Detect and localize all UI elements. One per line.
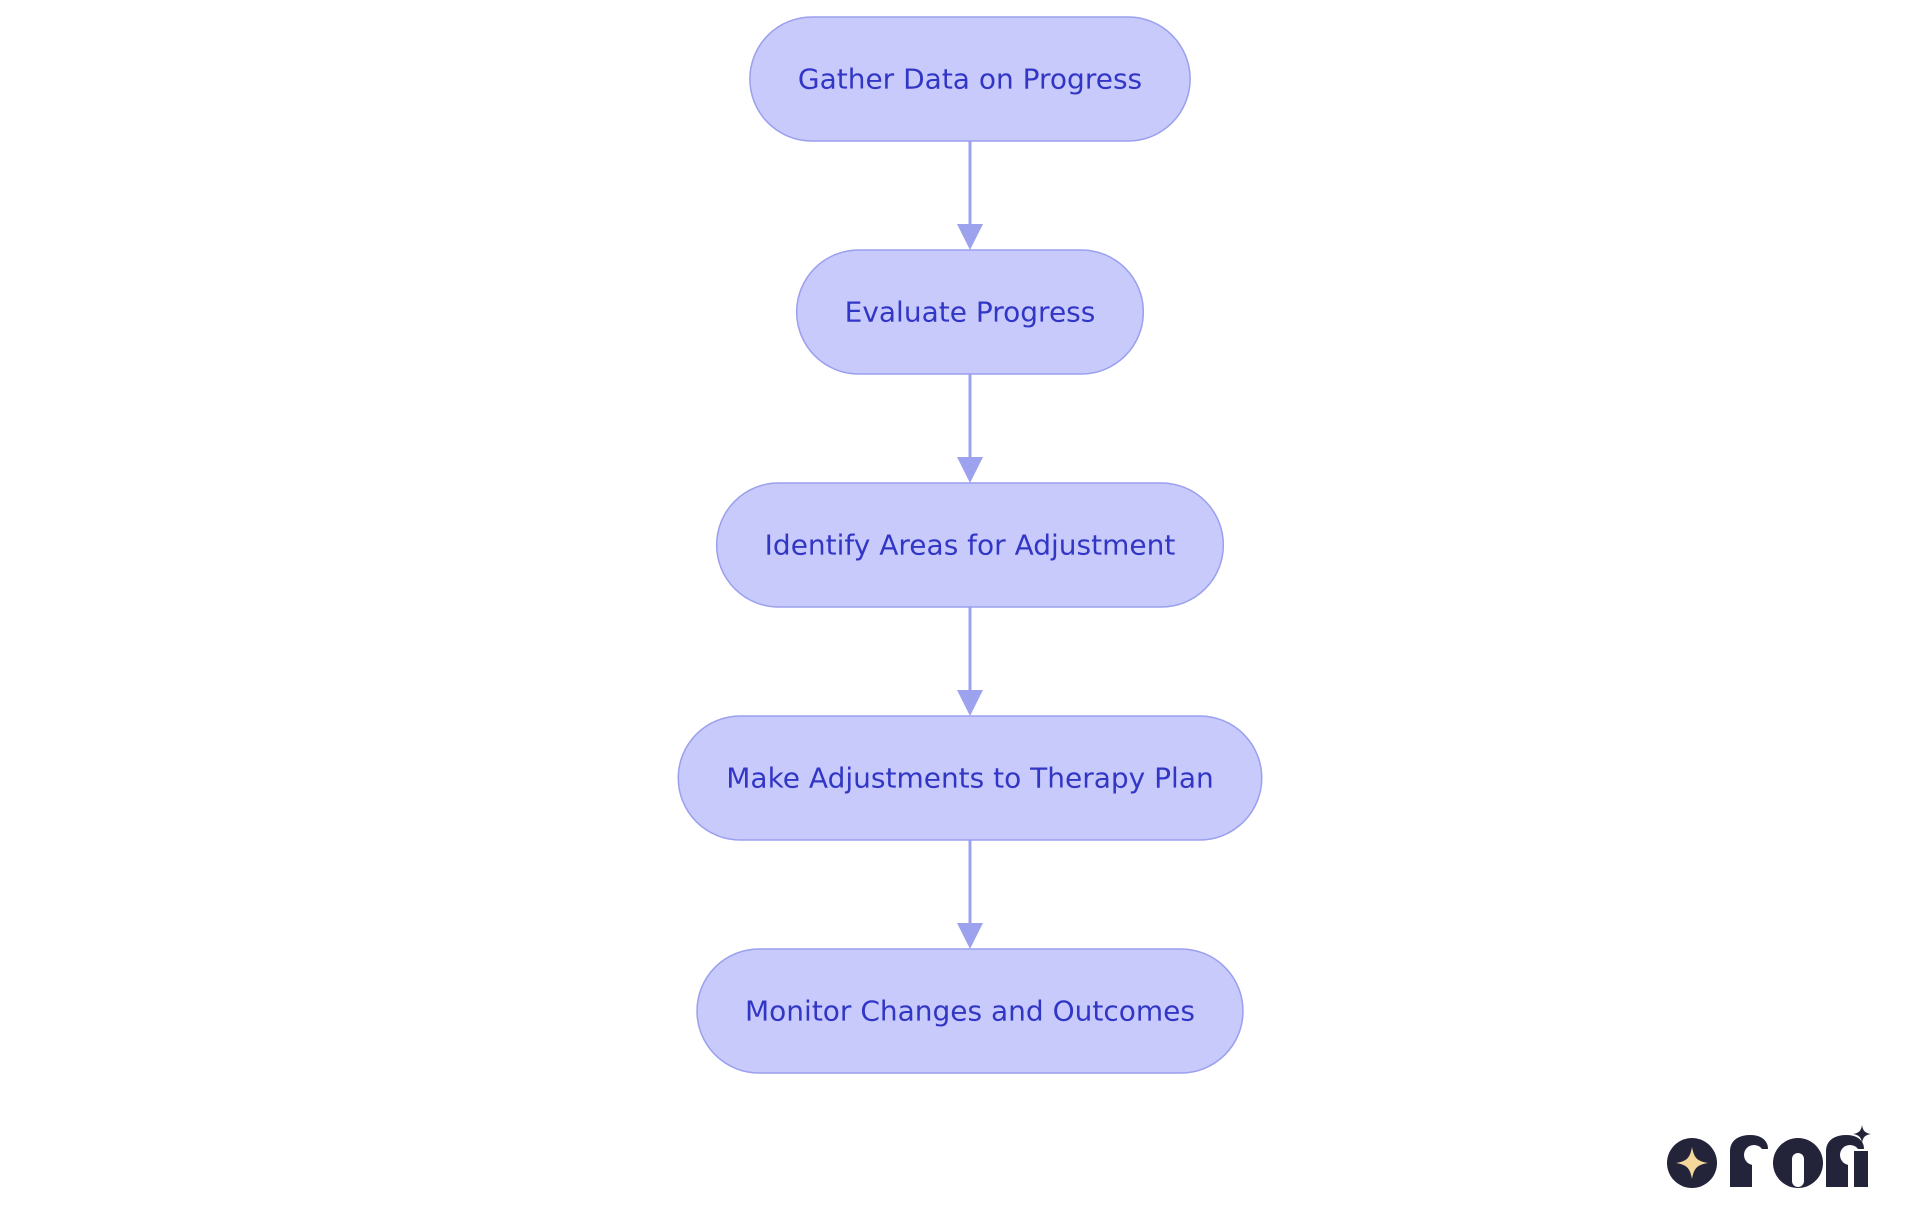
rori-logo-icon [1667,1125,1871,1188]
node-label: Evaluate Progress [845,296,1096,329]
edge-identify-to-adjust [957,607,983,716]
node-identify: Identify Areas for Adjustment [715,482,1225,608]
node-shape [749,16,1191,142]
edge-adjust-to-monitor [957,840,983,949]
node-label: Monitor Changes and Outcomes [745,995,1195,1028]
node-evaluate: Evaluate Progress [795,249,1145,375]
edges-layer [957,141,983,949]
edge-evaluate-to-identify [957,374,983,483]
node-adjust: Make Adjustments to Therapy Plan [677,715,1263,841]
node-gather: Gather Data on Progress [749,16,1191,142]
node-shape [696,948,1244,1074]
node-label: Gather Data on Progress [798,63,1142,96]
arrow-head-icon [957,457,983,483]
node-shape [677,715,1263,841]
edge-gather-to-evaluate [957,141,983,250]
arrow-head-icon [957,923,983,949]
arrow-head-icon [957,224,983,250]
node-monitor: Monitor Changes and Outcomes [696,948,1244,1074]
arrow-head-icon [957,690,983,716]
node-shape [795,249,1145,375]
node-shape [715,482,1225,608]
node-label: Make Adjustments to Therapy Plan [726,762,1213,795]
node-label: Identify Areas for Adjustment [765,529,1176,562]
